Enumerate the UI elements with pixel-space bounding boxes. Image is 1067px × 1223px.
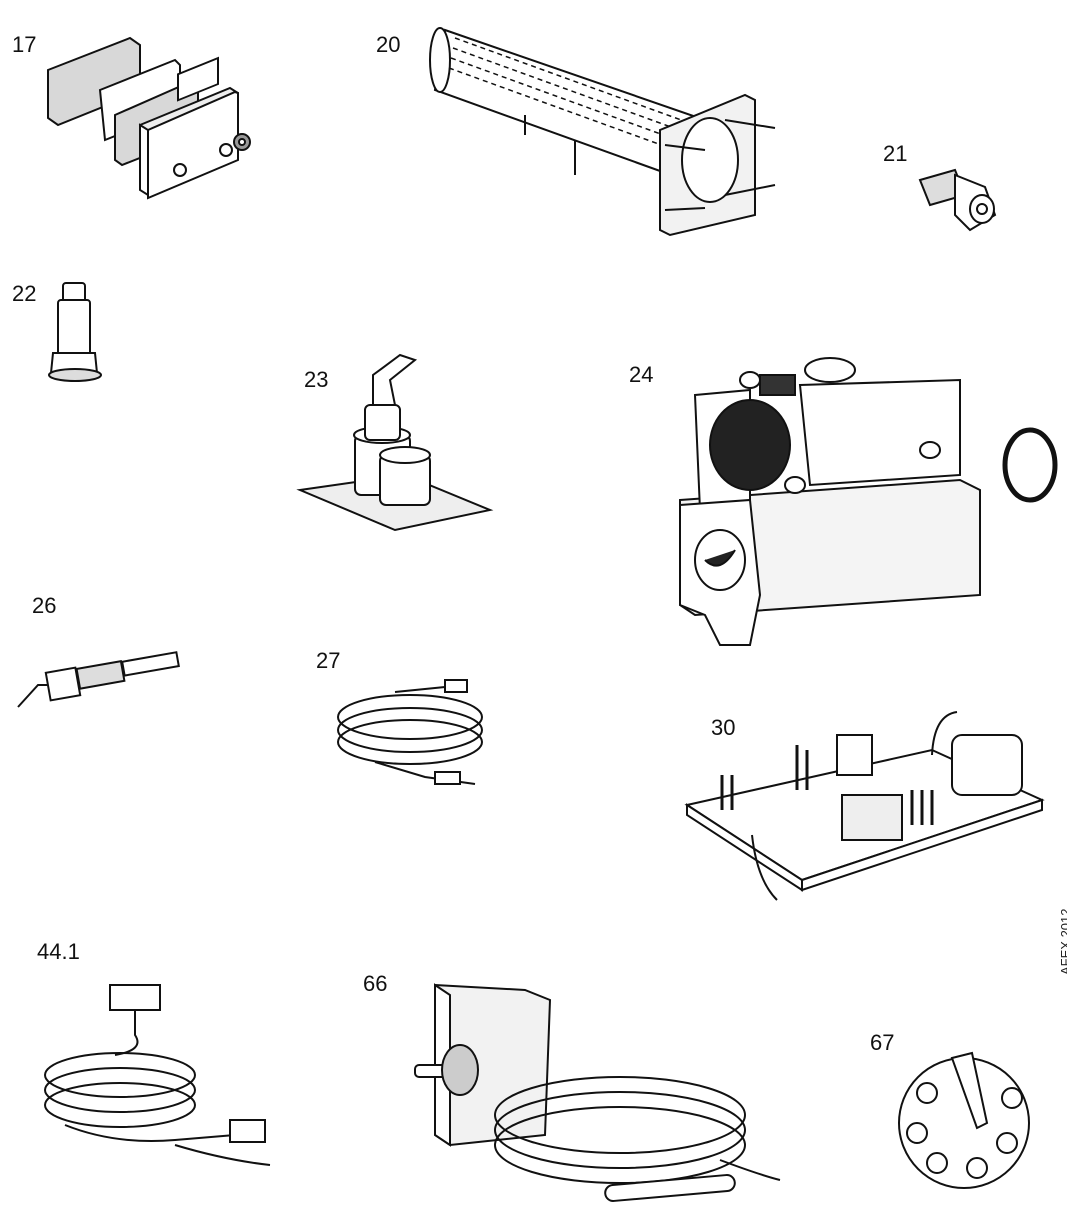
part-label-22: 22: [12, 281, 37, 306]
sensor-illustration: [45, 278, 105, 388]
part-label-24: 24: [629, 362, 654, 387]
part-label-67: 67: [870, 1030, 895, 1055]
injector-illustration: [910, 165, 1005, 240]
control-knob-illustration: [892, 1048, 1037, 1193]
burner-tube-illustration: [425, 20, 815, 240]
gas-valve-illustration: [660, 345, 1060, 655]
part-label-66: 66: [363, 971, 388, 996]
part-label-23: 23: [304, 367, 329, 392]
cable-illustration: [335, 672, 495, 797]
ignition-electrode-illustration: [8, 645, 198, 720]
pilot-burner-illustration: [295, 340, 495, 535]
part-label-21: 21: [883, 141, 908, 166]
part-label-20: 20: [376, 32, 401, 57]
part-label-26: 26: [32, 593, 57, 618]
thermostat-illustration: [410, 975, 795, 1215]
part-label-44-1: 44.1: [37, 939, 80, 964]
temperature-sensor-cable-illustration: [35, 975, 285, 1170]
part-label-27: 27: [316, 648, 341, 673]
part-label-30: 30: [711, 715, 736, 740]
part-label-17: 17: [12, 32, 37, 57]
drawing-code: AFEX 2012: [1058, 908, 1067, 976]
control-pcb-illustration: [682, 710, 1047, 910]
inspection-window-gasket-illustration: [40, 30, 280, 205]
